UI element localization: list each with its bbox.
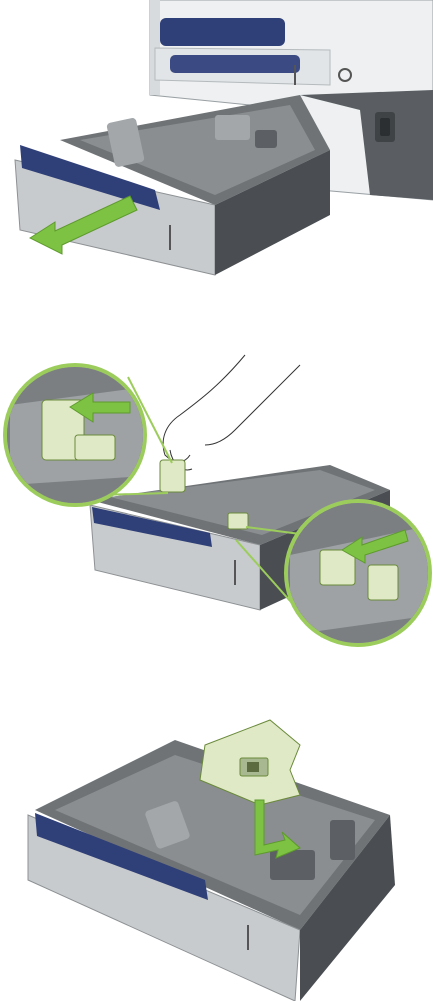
printer-handle <box>160 18 285 46</box>
side-guide-right <box>228 513 248 529</box>
side-guide-left <box>160 460 185 492</box>
callout-magnifier-icon <box>0 365 172 505</box>
hand-illustration <box>163 355 300 470</box>
step-2-illustration <box>0 345 433 665</box>
step-1-illustration <box>0 0 433 290</box>
step-3-illustration <box>0 700 433 1001</box>
